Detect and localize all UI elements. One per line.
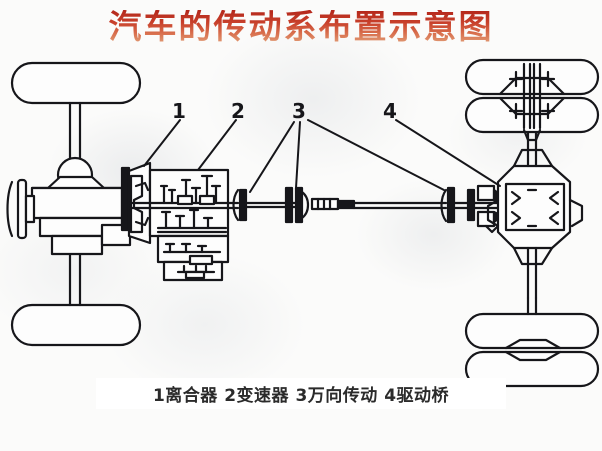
universal-joint-mid [284,186,310,224]
callout-leader-lines [143,119,501,193]
rear-wheel-bottom-inner [464,312,600,350]
callout-number-2: 2 [231,99,245,123]
rear-hub-top [498,62,566,142]
callout-number-1: 1 [172,99,186,123]
caption-band: 1离合器 2变速器 3万向传动 4驱动桥 [96,378,506,409]
rear-hub-bottom [504,296,562,362]
callout-number-4: 4 [383,99,397,123]
title-band: 汽车的传动系布置示意图 [0,0,602,52]
page-title: 汽车的传动系布置示意图 [108,6,494,46]
universal-joint-front [232,188,288,222]
rear-wheel-bottom-outer [464,350,600,388]
universal-joint-rear [440,186,476,224]
engine-block [6,156,132,256]
legend-caption: 1离合器 2变速器 3万向传动 4驱动桥 [152,386,450,406]
callout-numbers: 1 2 3 4 [172,99,397,123]
propeller-shaft [352,201,448,210]
front-wheel-top [10,61,142,105]
drive-axle-differential [486,118,584,300]
callout-number-3: 3 [292,99,306,123]
front-wheel-bottom [10,303,142,347]
gearbox-assembly [148,168,240,282]
slip-spline-joint [310,197,356,211]
